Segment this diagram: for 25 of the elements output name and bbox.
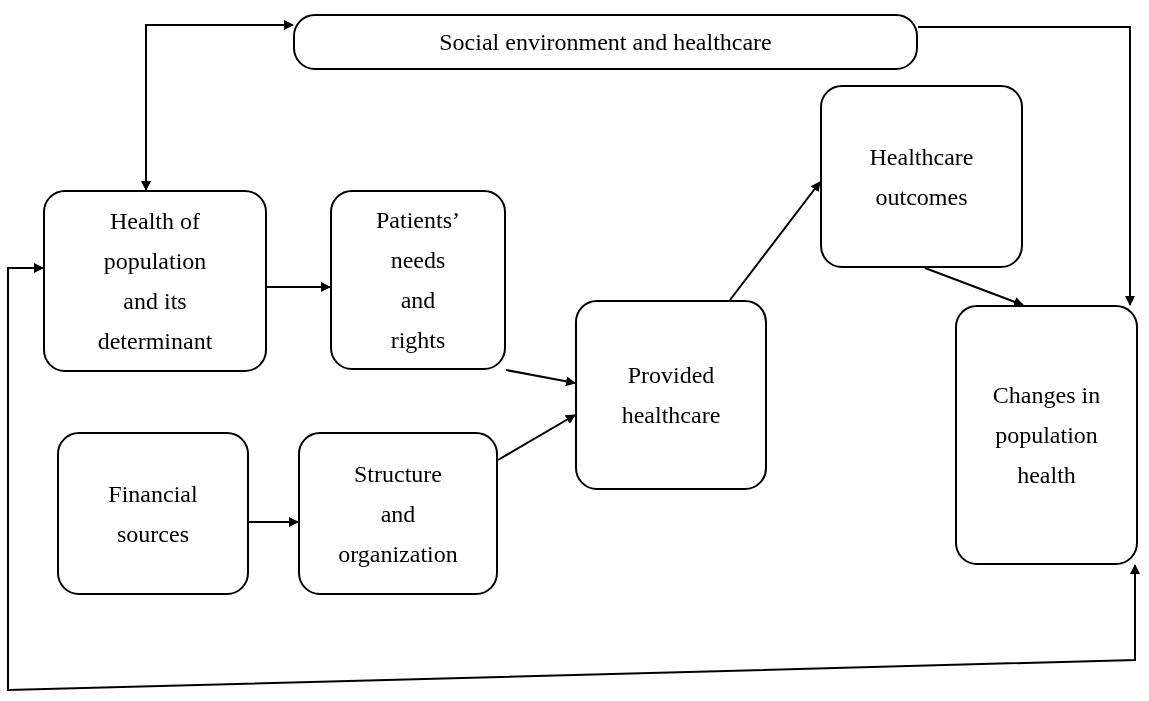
box-label: Structure and organization — [337, 459, 459, 569]
box-label: Changes in population health — [991, 381, 1102, 490]
process-box — [298, 432, 498, 595]
box-label: Patients’ needs and rights — [375, 206, 461, 355]
process-box — [57, 432, 249, 595]
arrow — [141, 20, 294, 191]
box-label: Financial sources — [107, 479, 199, 549]
process-box — [820, 85, 1023, 268]
process-box — [575, 300, 767, 490]
arrow — [497, 414, 576, 461]
box-label: Healthcare outcomes — [868, 142, 975, 212]
arrow — [924, 267, 1024, 307]
process-box — [293, 14, 918, 70]
box-label: Health of population and its determinant — [96, 207, 214, 356]
process-box — [955, 305, 1138, 565]
arrow — [266, 282, 331, 292]
process-box — [43, 190, 267, 372]
arrow — [248, 517, 299, 527]
box-label: Social environment and healthcare — [439, 28, 772, 57]
process-box — [330, 190, 506, 370]
arrow — [7, 263, 1140, 692]
arrow — [917, 26, 1135, 306]
arrow — [729, 181, 821, 301]
arrow — [505, 369, 576, 387]
box-label: Provided healthcare — [620, 361, 722, 430]
